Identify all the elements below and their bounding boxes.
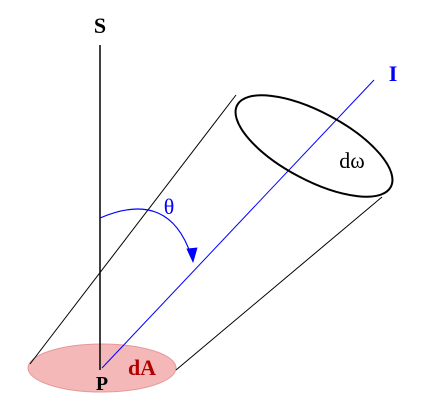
label-p: P [96,373,108,395]
theta-arc [99,208,193,259]
theta-arrowhead [186,247,198,264]
label-i: I [389,61,398,86]
intensity-ray-line [101,79,375,369]
label-da: dA [128,355,156,380]
label-d-omega: dω [339,148,364,173]
cone-edge-right [175,196,383,371]
label-theta: θ [164,194,175,219]
cone-edge-left [29,94,237,365]
solid-angle-ellipse [234,94,394,198]
label-s: S [94,13,106,38]
